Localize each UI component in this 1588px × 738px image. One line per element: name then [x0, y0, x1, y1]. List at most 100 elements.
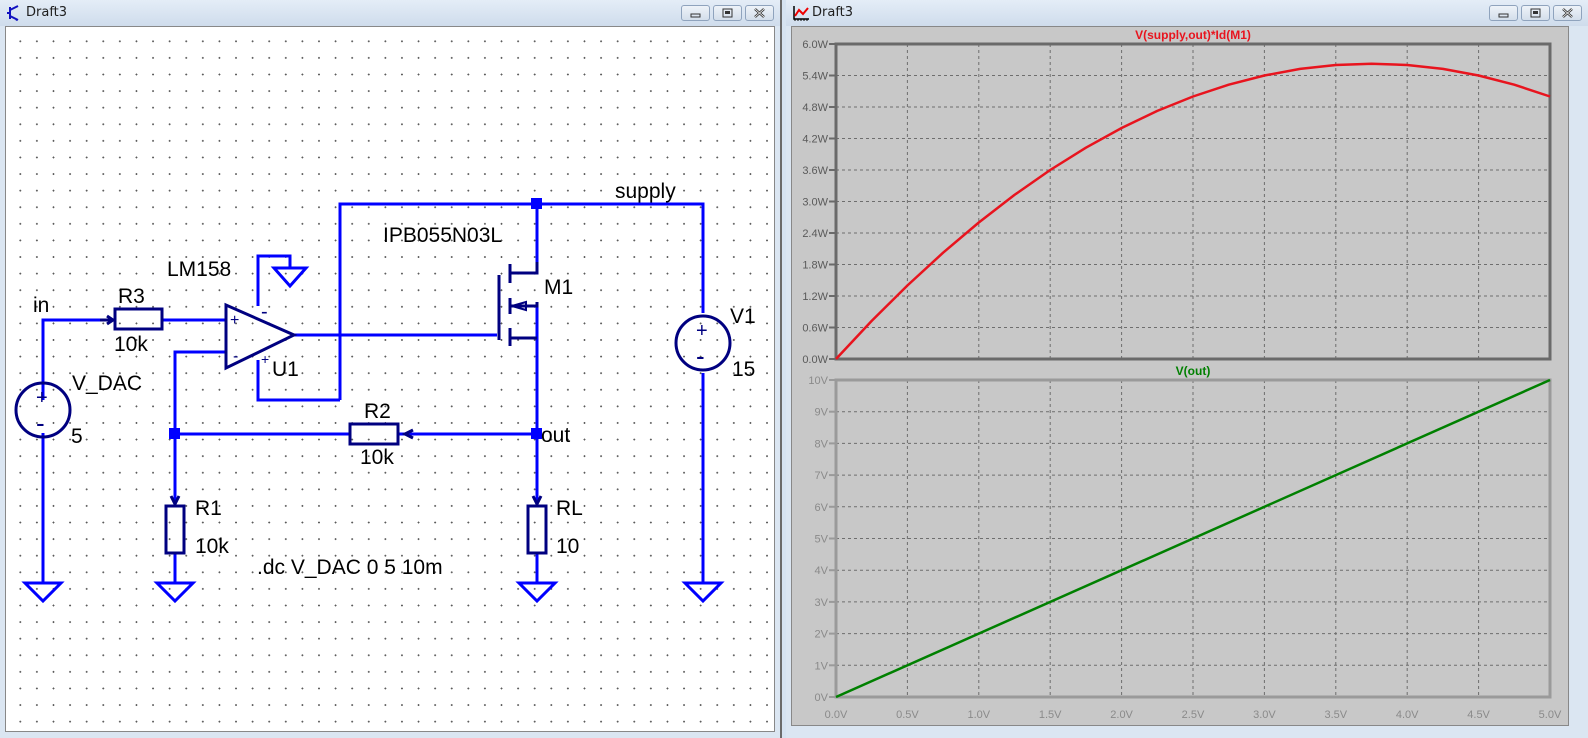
schematic-window: Draft3	[0, 0, 780, 738]
mosfet-model: IPB055N03L	[383, 224, 502, 247]
schematic-canvas[interactable]: + - + - + - - + in supply out R3 10k R2 …	[5, 26, 775, 732]
window-splitter[interactable]	[780, 0, 786, 738]
minimize-icon	[690, 13, 701, 18]
y-tick-label: 3V	[815, 597, 829, 609]
current-arrow-icon	[401, 428, 414, 440]
voltage-source-vdac[interactable]	[14, 381, 72, 439]
x-tick-label: 0.5V	[896, 709, 919, 721]
maximize-button[interactable]	[1521, 5, 1550, 21]
opamp-plus-supply: +	[261, 351, 269, 367]
chart-title: V(out)	[1176, 364, 1211, 378]
y-tick-label: 4V	[815, 565, 829, 577]
resistor-r2[interactable]	[348, 422, 400, 446]
y-tick-label: 2.4W	[802, 228, 828, 240]
chart-title: V(supply,out)*Id(M1)	[1135, 28, 1251, 42]
resistor-r1[interactable]	[164, 504, 186, 555]
maximize-button[interactable]	[713, 5, 742, 21]
r3-value: 10k	[114, 333, 148, 356]
vdac-minus: -	[36, 408, 45, 438]
r1-value: 10k	[195, 535, 229, 558]
ground-icon	[153, 581, 197, 604]
vdac-name: V_DAC	[72, 372, 142, 395]
current-arrow-icon	[100, 314, 116, 326]
net-label-out[interactable]: out	[541, 424, 570, 447]
vdac-plus: +	[36, 387, 48, 409]
ground-icon	[21, 581, 65, 604]
transistor-icon	[7, 5, 19, 21]
ground-icon	[515, 581, 559, 604]
y-tick-label: 7V	[815, 470, 829, 482]
ground-symbols	[21, 266, 725, 604]
voltage-source-v1[interactable]	[674, 314, 732, 372]
wires	[41, 202, 705, 583]
x-tick-label: 1.0V	[967, 709, 990, 721]
plot-svg[interactable]: V(supply,out)*Id(M1)0.0W0.6W1.2W1.8W2.4W…	[792, 27, 1570, 727]
resistor-rl[interactable]	[526, 504, 548, 555]
current-arrow-icon	[169, 495, 181, 508]
y-tick-label: 8V	[815, 438, 829, 450]
y-tick-label: 4.8W	[802, 102, 828, 114]
schematic-title: Draft3	[26, 5, 68, 20]
resistor-r3[interactable]	[113, 307, 164, 331]
y-tick-label: 4.2W	[802, 134, 828, 146]
y-tick-label: 6.0W	[802, 39, 828, 51]
maximize-icon	[1530, 8, 1541, 18]
current-arrow-icon	[531, 495, 543, 508]
x-tick-label: 4.5V	[1467, 709, 1490, 721]
r2-name: R2	[364, 400, 391, 423]
net-label-in[interactable]: in	[33, 294, 49, 317]
waveform-titlebar[interactable]: Draft3	[786, 0, 1588, 26]
y-tick-label: 10V	[808, 375, 828, 387]
x-tick-label: 2.5V	[1182, 709, 1205, 721]
waveform-icon	[793, 6, 809, 21]
x-tick-label: 4.0V	[1396, 709, 1419, 721]
close-button[interactable]	[745, 5, 774, 21]
r1-name: R1	[195, 497, 222, 520]
waveform-title: Draft3	[812, 5, 854, 20]
opamp-plus-in: +	[230, 312, 239, 329]
v1-name: V1	[730, 305, 756, 328]
y-tick-label: 1.8W	[802, 260, 828, 272]
rl-value: 10	[556, 535, 579, 558]
close-button[interactable]	[1553, 5, 1582, 21]
spice-directive[interactable]: .dc V_DAC 0 5 10m	[257, 556, 443, 579]
trace-vout[interactable]	[835, 378, 1551, 699]
r3-name: R3	[118, 285, 145, 308]
y-tick-label: 6V	[815, 502, 829, 514]
ground-icon	[681, 581, 725, 604]
rl-name: RL	[556, 497, 583, 520]
mosfet-name: M1	[544, 276, 573, 299]
mosfet-m1[interactable]	[497, 262, 539, 346]
v1-minus: -	[696, 341, 705, 371]
schematic-titlebar[interactable]: Draft3	[0, 0, 780, 26]
x-tick-label: 3.5V	[1324, 709, 1347, 721]
vdac-value: 5	[71, 425, 83, 448]
y-tick-label: 2V	[815, 629, 829, 641]
ground-icon	[270, 266, 310, 289]
r2-value: 10k	[360, 446, 394, 469]
y-tick-label: 5V	[815, 534, 829, 546]
close-icon	[1562, 8, 1573, 18]
opamp-minus-in: -	[233, 348, 238, 365]
v1-value: 15	[732, 358, 755, 381]
y-tick-label: 0.0W	[802, 354, 828, 366]
y-tick-label: 3.6W	[802, 165, 828, 177]
opamp-u1[interactable]	[224, 302, 298, 371]
minimize-button[interactable]	[1489, 5, 1518, 21]
net-label-supply[interactable]: supply	[615, 180, 676, 203]
x-tick-label: 5.0V	[1539, 709, 1562, 721]
minimize-button[interactable]	[681, 5, 710, 21]
y-tick-label: 3.0W	[802, 197, 828, 209]
y-tick-label: 5.4W	[802, 71, 828, 83]
y-tick-label: 1.2W	[802, 291, 828, 303]
maximize-icon	[722, 8, 733, 18]
x-tick-label: 3.0V	[1253, 709, 1276, 721]
y-tick-label: 0V	[815, 692, 829, 704]
x-tick-label: 1.5V	[1039, 709, 1062, 721]
x-tick-label: 2.0V	[1110, 709, 1133, 721]
junctions	[169, 198, 542, 439]
opamp-name: U1	[272, 358, 299, 381]
y-tick-label: 1V	[815, 660, 829, 672]
